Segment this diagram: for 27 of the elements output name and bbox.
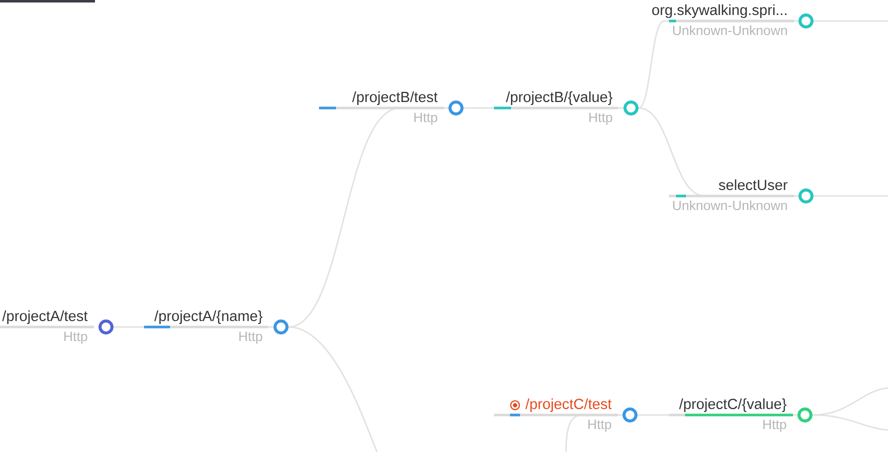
node-label: /projectB/test [352, 91, 438, 106]
node-sublabel: Http [414, 112, 438, 125]
circle-node [622, 408, 638, 422]
connector-line [812, 387, 888, 416]
node-label: /projectA/test [2, 310, 88, 324]
node-label: /projectC/test [525, 398, 612, 412]
circle-node [798, 188, 814, 204]
connector-line [288, 326, 378, 452]
node-sublabel: Unknown-Unknown [673, 25, 787, 36]
node-sublabel: Http [239, 332, 262, 344]
circle-node [798, 14, 814, 28]
circle-node [274, 320, 288, 334]
node-sublabel: Http [589, 112, 612, 125]
node-label: selectUser [718, 179, 788, 190]
node-sublabel: Http [64, 332, 88, 344]
node-sublabel: Http [763, 420, 786, 432]
circle-node [798, 408, 812, 422]
node-sublabel: Unknown-Unknown [673, 200, 787, 210]
node-label: /projectC/{value} [679, 398, 786, 412]
circle-node [624, 100, 638, 116]
node-sublabel: Http [588, 420, 612, 432]
connector-line [812, 414, 888, 431]
circle-node [448, 100, 464, 116]
node-label: /projectB/{value} [506, 91, 612, 106]
node-label: /projectA/{name} [154, 310, 262, 324]
node-label: org.skywalking.spri... [652, 4, 786, 18]
circle-node [98, 320, 114, 334]
